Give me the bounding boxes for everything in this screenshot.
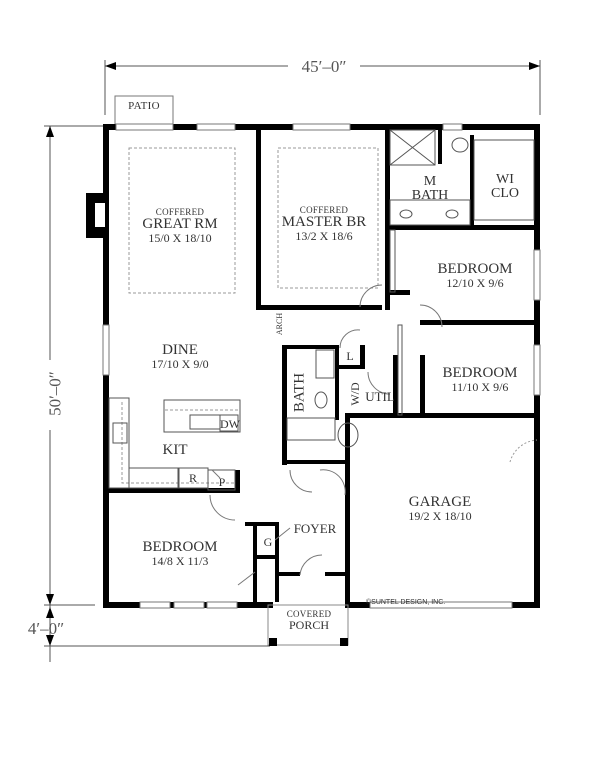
bath-label: BATH	[291, 372, 308, 413]
bath-fixtures	[286, 129, 535, 448]
walk-in-closet-line1: WI	[496, 172, 514, 187]
master-br-prefix: COFFERED	[299, 205, 349, 215]
patio-label: PATIO	[128, 100, 160, 112]
great-room-name: GREAT RM	[142, 216, 218, 232]
dine-label: DINE 17/10 X 9/0	[130, 342, 230, 371]
copyright-label: ©SUNTEL DESIGN, INC.	[366, 599, 446, 606]
covered-porch-prefix: COVERED	[286, 609, 332, 619]
bedroom-4-name: BEDROOM	[142, 539, 218, 555]
pantry-label: P	[218, 475, 226, 489]
master-bath-line1: M	[423, 174, 437, 189]
linen-label: L	[346, 349, 354, 363]
bedroom-4-size: 14/8 X 11/3	[151, 554, 209, 568]
garage-name: GARAGE	[408, 494, 472, 510]
bedroom-3-name: BEDROOM	[442, 365, 518, 381]
bedroom-3-label: BEDROOM 11/10 X 9/6	[430, 365, 530, 394]
dishwasher-label: DW	[220, 417, 240, 431]
refrigerator-label: R	[188, 471, 197, 485]
walk-in-closet-line2: CLO	[491, 186, 519, 201]
great-room-prefix: COFFERED	[155, 207, 205, 217]
windows	[102, 123, 541, 609]
dine-name: DINE	[162, 342, 198, 358]
bedroom-3-size: 11/10 X 9/6	[451, 380, 509, 394]
foyer-label: FOYER	[293, 521, 337, 536]
bedroom-2-size: 12/10 X 9/6	[446, 276, 504, 290]
dimension-arrows	[46, 62, 540, 646]
arch-label: ARCH	[275, 312, 284, 336]
coffered-outlines	[121, 147, 538, 484]
kitchen-counters	[108, 397, 241, 491]
walk-in-closet-label: WI CLO	[480, 173, 530, 201]
interior-walls	[109, 124, 540, 608]
bedroom-2-label: BEDROOM 12/10 X 9/6	[425, 261, 525, 290]
master-br-label: COFFERED MASTER BR 13/2 X 18/6	[264, 205, 384, 243]
covered-porch-label: COVERED PORCH	[278, 609, 340, 632]
master-bath-label: M BATH	[400, 175, 460, 203]
great-room-size: 15/0 X 18/10	[148, 231, 212, 245]
master-br-size: 13/2 X 18/6	[295, 229, 353, 243]
door-swings	[209, 284, 443, 586]
garage-label: GARAGE 19/2 X 18/10	[385, 494, 495, 523]
washer-dryer-label: W/D	[348, 382, 362, 406]
depth-dimension: 50′–0″	[45, 371, 65, 416]
master-br-name: MASTER BR	[281, 214, 367, 230]
covered-porch-name: PORCH	[288, 618, 329, 632]
master-bath-line2: BATH	[411, 188, 449, 203]
bedroom-4-label: BEDROOM 14/8 X 11/3	[130, 539, 230, 568]
width-dimension: 45′–0″	[301, 57, 347, 76]
kitchen-label: KIT	[162, 442, 188, 458]
dine-size: 17/10 X 9/0	[151, 357, 209, 371]
guest-closet-label: G	[263, 535, 273, 549]
utility-label: UTIL	[365, 389, 395, 404]
garage-size: 19/2 X 18/10	[408, 509, 472, 523]
bedroom-2-name: BEDROOM	[437, 261, 513, 277]
great-room-label: COFFERED GREAT RM 15/0 X 18/10	[120, 207, 240, 245]
porch-depth-dimension: 4′–0″	[27, 619, 65, 638]
